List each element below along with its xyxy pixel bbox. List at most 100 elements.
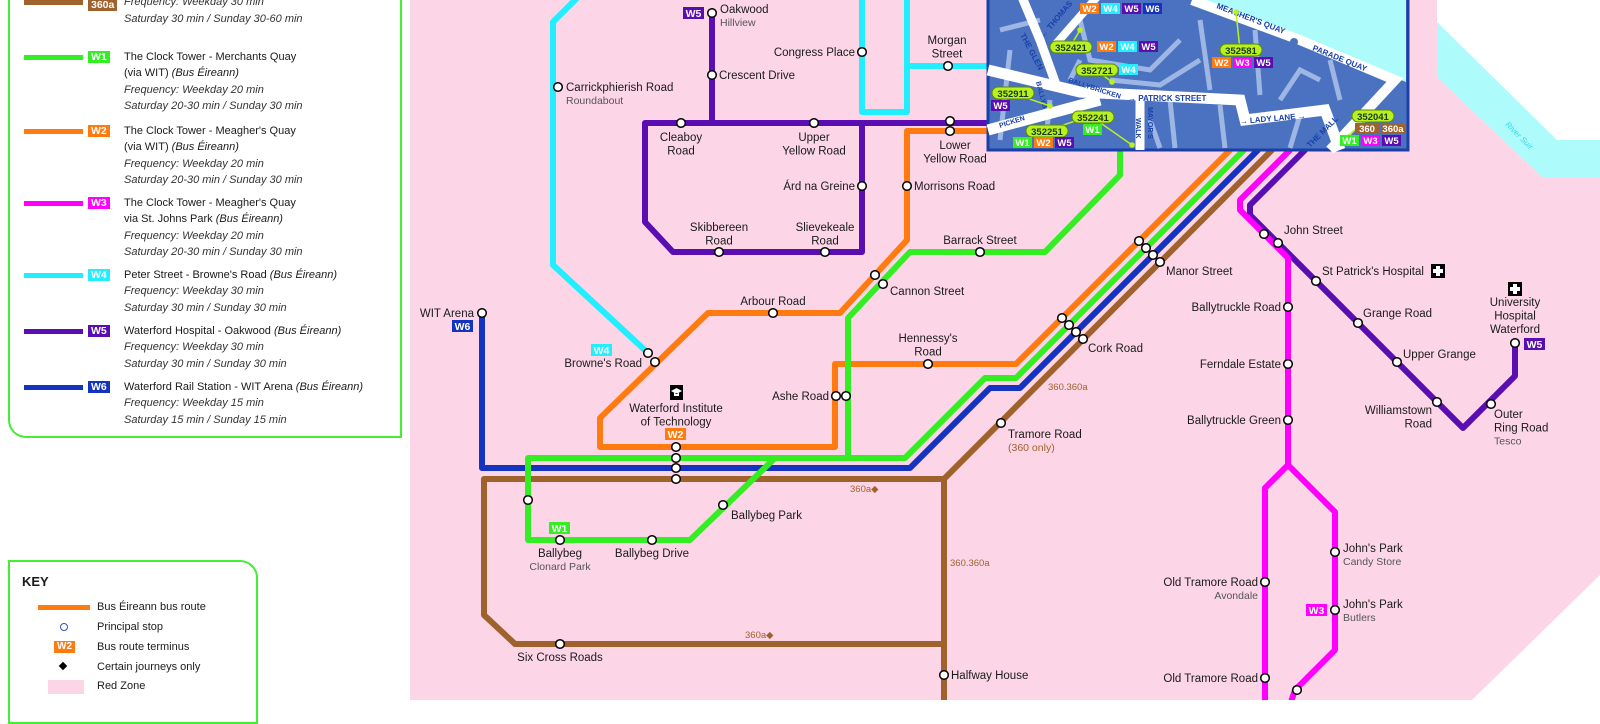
- svg-text:W1: W1: [1015, 138, 1030, 149]
- stop-lower-yellow[interactable]: [944, 115, 956, 127]
- inset-stop-352721[interactable]: 352721: [1075, 63, 1119, 85]
- stop-ard-na-greine[interactable]: [856, 180, 868, 192]
- stop-manor[interactable]: [1154, 256, 1166, 268]
- stop-john-street[interactable]: [1272, 237, 1284, 249]
- inset-stop-352581[interactable]: 352581: [1219, 9, 1263, 57]
- stop-halfway[interactable]: [938, 669, 950, 681]
- route-frequency-weekday: Frequency: Weekday 15 min: [124, 397, 264, 410]
- route-operator: (Bus Éireann): [295, 381, 364, 393]
- stop-ashe[interactable]: [840, 390, 852, 402]
- stop-jp-candy[interactable]: [1329, 546, 1341, 558]
- svg-text:W5: W5: [993, 101, 1008, 112]
- stop-otr[interactable]: [1259, 672, 1271, 684]
- station-name: Old Tramore Road: [1163, 673, 1258, 685]
- route-operator: (Bus Éireann): [215, 213, 283, 226]
- stop-manor[interactable]: [1147, 249, 1159, 261]
- inset-stop-352421[interactable]: 352421: [1049, 27, 1093, 54]
- stop-cork-road[interactable]: [1056, 312, 1068, 324]
- route-map[interactable]: River Suir 360.360a 360a◆ 360.360a 360a◆…: [0, 0, 1600, 700]
- station-label-arbour: Arbour Road: [740, 296, 805, 308]
- stop[interactable]: [1291, 684, 1303, 696]
- stop-crescent-drive[interactable]: [706, 69, 718, 81]
- stop-six-cross[interactable]: [554, 638, 566, 650]
- stop-wit[interactable]: [670, 473, 682, 485]
- route-w2-line[interactable]: [597, 128, 1233, 450]
- stop-ballybeg-drive[interactable]: [646, 534, 658, 546]
- station-name: Road: [667, 146, 695, 158]
- stop-cannon[interactable]: [869, 269, 881, 281]
- stop-manor[interactable]: [1133, 235, 1145, 247]
- stop-wit-arena[interactable]: [476, 307, 488, 319]
- stop-st-patricks[interactable]: [1310, 275, 1322, 287]
- station-name: Grange Road: [1363, 308, 1432, 320]
- stop-oakwood[interactable]: [706, 7, 718, 19]
- route-badge: W3: [88, 197, 110, 209]
- stop-hennessys[interactable]: [922, 358, 934, 370]
- route-badge-360a: 360a: [1381, 123, 1405, 135]
- stop-otr-avondale[interactable]: [1259, 576, 1271, 588]
- stop-upper-grange[interactable]: [1391, 356, 1403, 368]
- stop-carrickphierish[interactable]: [552, 81, 564, 93]
- stop-morgan-street[interactable]: [942, 60, 954, 72]
- route-frequency-weekend: Saturday 20-30 min / Sunday 30 min: [124, 173, 303, 186]
- route-line-swatch: [24, 55, 83, 60]
- stop-williamstown[interactable]: [1431, 396, 1443, 408]
- stop-cork-road[interactable]: [1063, 319, 1075, 331]
- route-title: The Clock Tower - Meagher's Quay: [124, 197, 296, 209]
- stop-code: 352421: [1055, 43, 1087, 54]
- city-centre-inset[interactable]: ← THOMAS THE GLEN BALLYBRICKEN BALLYB PI…: [986, 0, 1410, 154]
- stop-grange-road[interactable]: [1352, 317, 1364, 329]
- route-badge-w3: W3: [1233, 57, 1252, 69]
- station-label-ballytruckle-green: Ballytruckle Green: [1187, 415, 1281, 427]
- stop-wit[interactable]: [670, 441, 682, 453]
- stop-arbour[interactable]: [767, 307, 779, 319]
- stop-uhw[interactable]: [1509, 337, 1521, 349]
- stop-cork-road[interactable]: [1077, 333, 1089, 345]
- stop-ballytruckle-green[interactable]: [1282, 414, 1294, 426]
- svg-text:W3: W3: [1363, 136, 1377, 147]
- stop-ballytruckle-road[interactable]: [1282, 301, 1294, 313]
- stop-cork-road[interactable]: [1070, 326, 1082, 338]
- stop-lower-yellow[interactable]: [944, 125, 956, 137]
- stop-slievekeale[interactable]: [819, 246, 831, 258]
- station-name: Morrisons Road: [914, 181, 995, 193]
- route-frequency-weekday: Frequency: Weekday 20 min: [124, 229, 264, 242]
- inset-stop-352241[interactable]: 352241: [1071, 110, 1135, 148]
- stop-code: 352581: [1225, 46, 1257, 57]
- route-badge: 360a: [88, 0, 118, 11]
- stop-manor[interactable]: [1140, 242, 1152, 254]
- stop-upper-yellow[interactable]: [808, 117, 820, 129]
- stop-wit[interactable]: [670, 462, 682, 474]
- stop-ashe[interactable]: [830, 390, 842, 402]
- svg-text:W4: W4: [1120, 42, 1135, 53]
- stop-john-street[interactable]: [1258, 228, 1270, 240]
- route-w6-line[interactable]: [479, 147, 1261, 471]
- route-w3-line[interactable]: [1237, 147, 1338, 700]
- route-note-360-vertical: 360.360a: [950, 558, 990, 569]
- stop-cleaboy[interactable]: [675, 117, 687, 129]
- stop-ballybeg[interactable]: [554, 534, 566, 546]
- stop-jp-butlers[interactable]: [1329, 604, 1341, 616]
- inset-stop-352911[interactable]: 352911: [991, 86, 1053, 109]
- stop-ballybeg-park[interactable]: [717, 499, 729, 511]
- stop-outer-ring[interactable]: [1485, 398, 1497, 410]
- stop-brownes[interactable]: [649, 356, 661, 368]
- stop-ferndale[interactable]: [1282, 358, 1294, 370]
- station-label-six-cross: Six Cross Roads: [517, 652, 603, 664]
- stop-morrisons[interactable]: [901, 180, 913, 192]
- street-patrick: → PATRICK STREET: [1128, 94, 1206, 103]
- station-name: Road: [1405, 419, 1433, 431]
- stop-wit[interactable]: [670, 452, 682, 464]
- route-title: The Clock Tower - Meagher's Quay: [124, 125, 296, 137]
- stop-congress-place[interactable]: [856, 46, 868, 58]
- stop-skibbereen[interactable]: [713, 246, 725, 258]
- route-w1-line[interactable]: [525, 145, 1247, 543]
- stop-cannon[interactable]: [877, 278, 889, 290]
- stop-barrack[interactable]: [974, 246, 986, 258]
- stop[interactable]: [522, 494, 534, 506]
- station-sublabel: Candy Store: [1343, 556, 1402, 568]
- stop-tramore-road[interactable]: [995, 417, 1007, 429]
- stop-brownes[interactable]: [642, 347, 654, 359]
